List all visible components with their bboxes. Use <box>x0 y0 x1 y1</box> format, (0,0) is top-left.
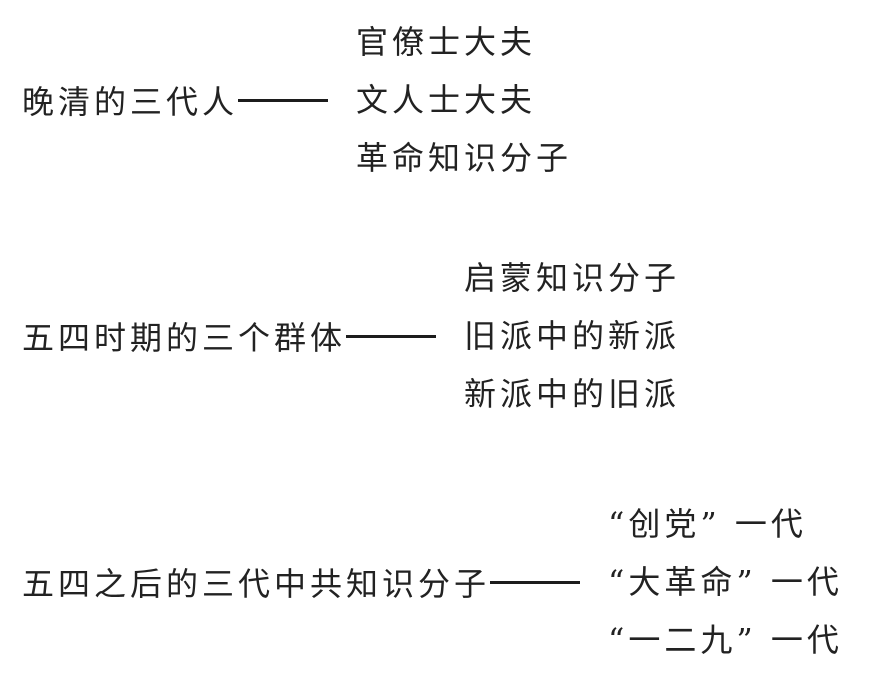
group-label: 五四时期的三个群体 <box>22 319 347 357</box>
group-items: 启蒙知识分子 旧派中的新派 新派中的旧派 <box>464 249 680 423</box>
bracket-group-may-fourth: 五四时期的三个群体 启蒙知识分子 旧派中的新派 新派中的旧派 <box>22 249 877 423</box>
connector-dash <box>238 98 329 102</box>
bracket-group-late-qing: 晚清的三代人 官僚士大夫 文人士大夫 革命知识分子 <box>22 13 877 187</box>
list-item: “一二九” 一代 <box>608 621 843 659</box>
group-items: 官僚士大夫 文人士大夫 革命知识分子 <box>356 13 572 187</box>
list-item: 革命知识分子 <box>356 139 573 177</box>
list-item: 官僚士大夫 <box>356 23 537 61</box>
group-items: “创党” 一代 “大革命” 一代 “一二九” 一代 <box>608 495 843 669</box>
bracket-group-post-may-fourth: 五四之后的三代中共知识分子 “创党” 一代 “大革命” 一代 “一二九” 一代 <box>22 495 877 669</box>
group-label: 五四之后的三代中共知识分子 <box>22 565 491 603</box>
group-label-row: 晚清的三代人 <box>22 77 329 123</box>
connector-dash <box>490 580 581 584</box>
group-label: 晚清的三代人 <box>22 83 239 121</box>
list-item: 新派中的旧派 <box>464 375 681 413</box>
list-item: “大革命” 一代 <box>608 563 843 601</box>
group-label-row: 五四之后的三代中共知识分子 <box>22 559 581 605</box>
connector-dash <box>346 334 437 338</box>
list-item: 文人士大夫 <box>356 81 537 119</box>
list-item: “创党” 一代 <box>608 505 807 543</box>
group-label-row: 五四时期的三个群体 <box>22 313 437 359</box>
list-item: 启蒙知识分子 <box>464 259 681 297</box>
list-item: 旧派中的新派 <box>464 317 681 355</box>
